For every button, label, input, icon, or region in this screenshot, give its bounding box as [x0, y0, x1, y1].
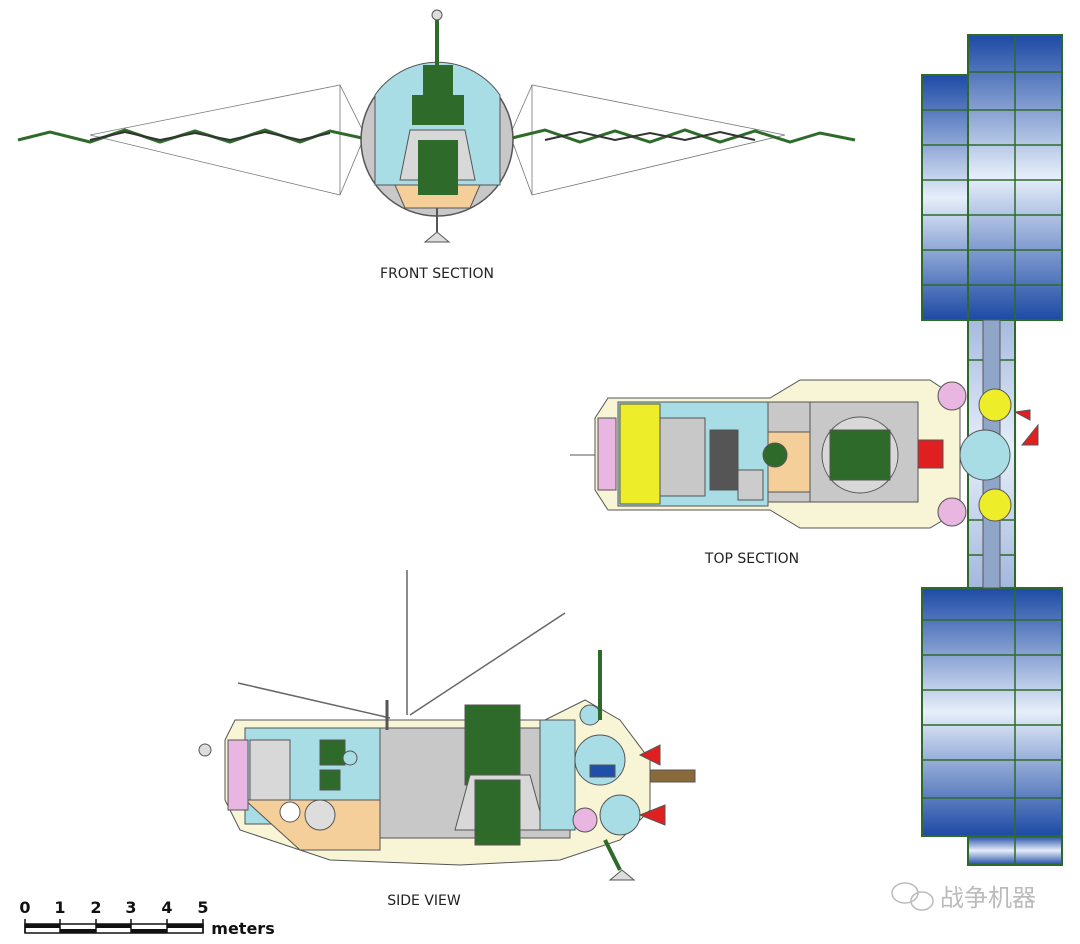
scale-tick-1: 1: [54, 898, 65, 917]
chat-bubble-icon: [891, 882, 934, 911]
top-section-drawing: [570, 379, 1039, 529]
watermark: 战争机器: [891, 882, 1036, 912]
front-section-label: FRONT SECTION: [380, 266, 494, 282]
scale-tick-0: 0: [19, 898, 30, 917]
scale-tick-3: 3: [125, 898, 136, 917]
scale-unit: meters: [211, 919, 274, 938]
top-section-label: TOP SECTION: [704, 551, 799, 567]
scale-tick-5: 5: [197, 898, 208, 917]
scale-tick-4: 4: [161, 898, 172, 917]
side-view-drawing: [198, 570, 696, 881]
front-section-drawing: [17, 9, 856, 243]
scale-tick-2: 2: [90, 898, 101, 917]
side-view-label: SIDE VIEW: [387, 893, 461, 909]
watermark-text: 战争机器: [940, 884, 1036, 912]
scale-bar: 0 1 2 3 4 5 meters: [19, 898, 274, 938]
